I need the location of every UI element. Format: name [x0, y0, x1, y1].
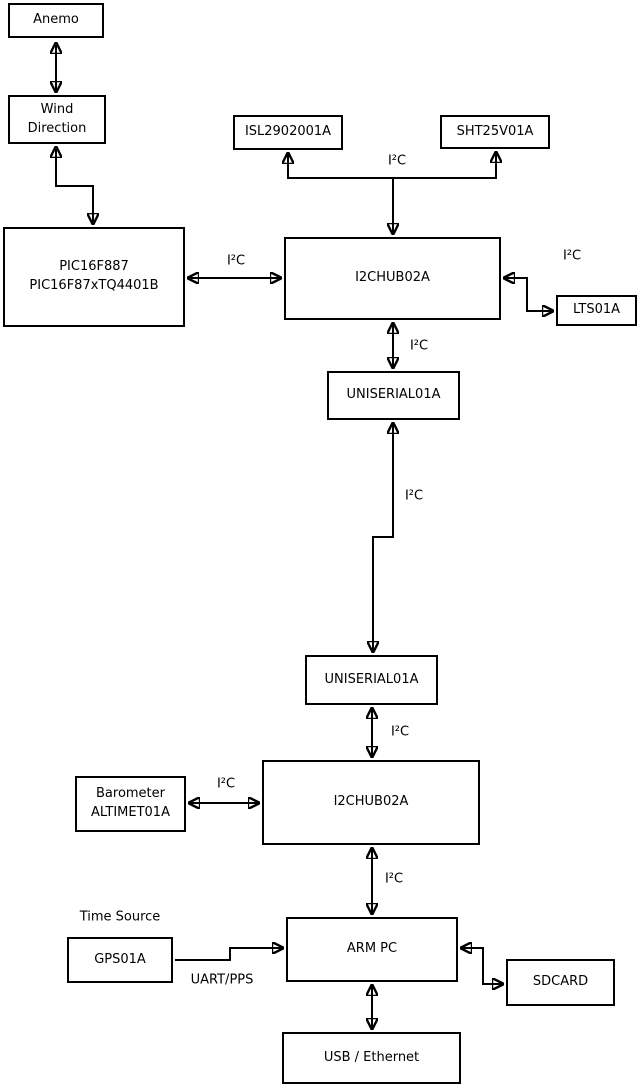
- node-usb-ethernet-label: USB / Ethernet: [323, 1049, 420, 1065]
- node-sdcard: SDCARD: [506, 959, 615, 1006]
- node-barometer: Barometer ALTIMET01A: [75, 776, 186, 832]
- node-wind-direction: Wind Direction: [8, 95, 106, 144]
- node-lts01a: LTS01A: [556, 295, 637, 326]
- edge-hub1-lts: [503, 278, 554, 311]
- node-sht25v01a-label: SHT25V01A: [456, 123, 534, 139]
- edge-winddirection-pic: [56, 146, 93, 225]
- node-anemo: Anemo: [8, 3, 104, 38]
- label-i2c-hub1-lts: I²C: [562, 248, 582, 264]
- node-gps01a-label: GPS01A: [94, 951, 146, 967]
- node-gps01a: GPS01A: [67, 937, 173, 983]
- label-i2c-barometer-hub2: I²C: [216, 776, 236, 792]
- node-barometer-label: Barometer ALTIMET01A: [91, 786, 170, 820]
- node-pic16f887-label: PIC16F887 PIC16F87xTQ4401B: [29, 259, 159, 293]
- node-uniserial01a-2-label: UNISERIAL01A: [324, 671, 419, 687]
- node-i2chub02a-2: I2CHUB02A: [262, 760, 480, 845]
- edge-gps-armpc: [175, 948, 284, 961]
- node-pic16f887: PIC16F887 PIC16F87xTQ4401B: [3, 227, 185, 327]
- node-i2chub02a-1: I2CHUB02A: [284, 237, 501, 320]
- label-i2c-bus-top: I²C: [387, 153, 407, 169]
- node-uniserial01a-2: UNISERIAL01A: [305, 655, 438, 705]
- label-i2c-hub2-armpc: I²C: [384, 871, 404, 887]
- node-arm-pc: ARM PC: [286, 917, 458, 982]
- node-sht25v01a: SHT25V01A: [440, 115, 550, 149]
- node-sdcard-label: SDCARD: [532, 974, 589, 990]
- label-i2c-hub1-uniserial1: I²C: [409, 338, 429, 354]
- node-lts01a-label: LTS01A: [572, 302, 621, 318]
- label-time-source: Time Source: [79, 909, 161, 925]
- node-wind-direction-label: Wind Direction: [27, 101, 87, 136]
- node-i2chub02a-1-label: I2CHUB02A: [355, 270, 430, 286]
- node-i2chub02a-2-label: I2CHUB02A: [333, 794, 409, 810]
- label-uart-pps: UART/PPS: [190, 972, 254, 988]
- node-isl2902001a: ISL2902001A: [233, 115, 343, 150]
- node-uniserial01a-1: UNISERIAL01A: [327, 371, 460, 420]
- label-i2c-pic-hub1: I²C: [226, 253, 246, 269]
- node-anemo-label: Anemo: [33, 12, 79, 28]
- node-usb-ethernet: USB / Ethernet: [282, 1032, 461, 1084]
- node-isl2902001a-label: ISL2902001A: [244, 124, 332, 140]
- node-arm-pc-label: ARM PC: [346, 941, 398, 957]
- label-i2c-uniserial-link: I²C: [404, 488, 424, 504]
- edge-armpc-sdcard: [460, 948, 504, 984]
- label-i2c-uniserial2-hub2: I²C: [390, 724, 410, 740]
- edge-uniserial1-uniserial2: [373, 422, 393, 653]
- node-uniserial01a-1-label: UNISERIAL01A: [346, 387, 441, 403]
